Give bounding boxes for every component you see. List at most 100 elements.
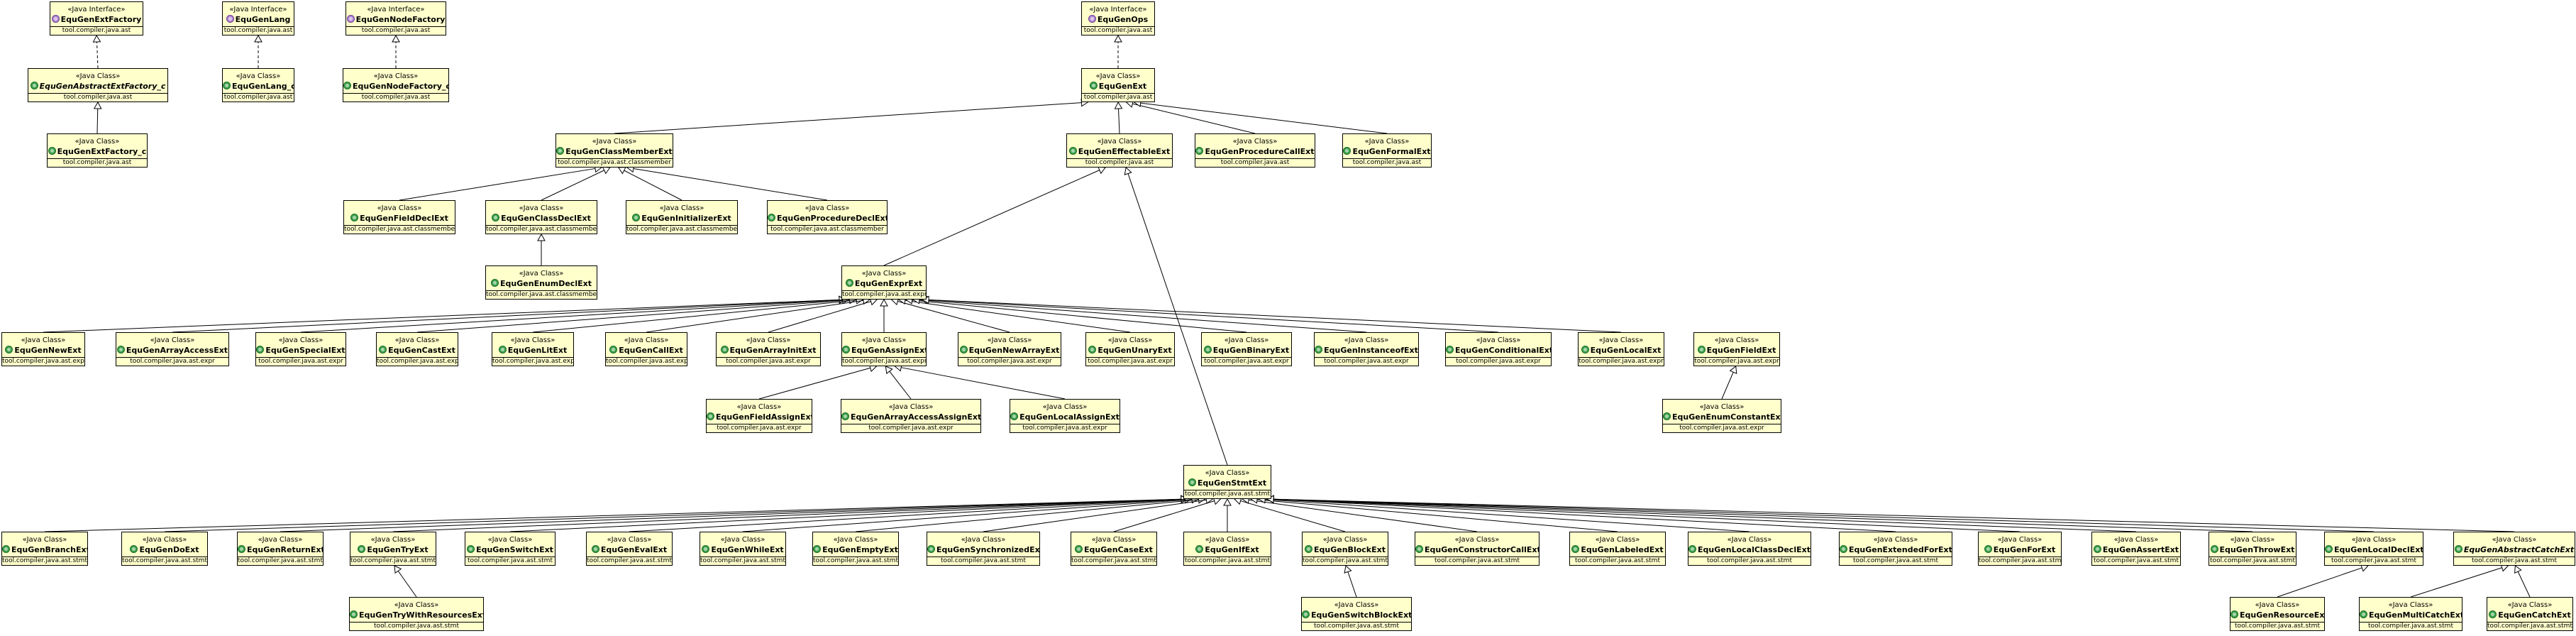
inheritance-arrowhead xyxy=(1344,565,1352,574)
edge-generalization xyxy=(1249,495,1618,532)
edge-generalization xyxy=(880,298,888,332)
class-name: EquGenTryWithResourcesExt xyxy=(350,610,483,620)
class-name: EquGenTryExt xyxy=(350,545,436,555)
class-name-text: EquGenAssignExt xyxy=(851,346,927,355)
class-name-text: EquGenExt xyxy=(1098,82,1147,91)
class-name: EquGenIfExt xyxy=(1184,545,1271,555)
class-icon xyxy=(1663,412,1671,420)
class-icon xyxy=(842,346,850,353)
class-name: EquGenLitExt xyxy=(492,346,573,356)
compartment-divider xyxy=(1067,158,1172,159)
edge-line xyxy=(983,499,1207,532)
class-name: EquGenCaseExt xyxy=(1071,545,1156,555)
class-package: tool.compiler.java.ast xyxy=(62,27,131,34)
class-package: tool.compiler.java.ast.stmt xyxy=(587,557,672,564)
class-name-text: EquGenNodeFactory xyxy=(355,15,446,24)
compartment-divider xyxy=(1071,556,1156,557)
class-name: EquGenProcedureDeclExt xyxy=(768,214,887,224)
class-name-text: EquGenEmptyExt xyxy=(822,545,898,554)
edge-line xyxy=(1273,498,2375,532)
class-package: tool.compiler.java.ast.stmt xyxy=(1853,557,1938,564)
edge-generalization xyxy=(885,366,912,400)
edge-generalization xyxy=(1114,101,1123,134)
class-name: EquGenDoExt xyxy=(122,545,207,555)
edge-generalization xyxy=(905,296,1247,333)
class-name-text: EquGenNewArrayExt xyxy=(968,346,1060,355)
class-package: tool.compiler.java.ast.expr xyxy=(717,424,802,432)
class-package: tool.compiler.java.ast xyxy=(223,27,293,34)
class-name-text: EquGenProcedureDeclExt xyxy=(777,214,888,223)
edge-line xyxy=(624,170,682,201)
class-package: tool.compiler.java.ast xyxy=(1083,94,1153,101)
class-name: EquGenCatchExt xyxy=(2487,610,2572,620)
class-package: tool.compiler.java.ast xyxy=(361,94,431,101)
class-name: EquGenEnumConstantExt xyxy=(1663,412,1781,422)
